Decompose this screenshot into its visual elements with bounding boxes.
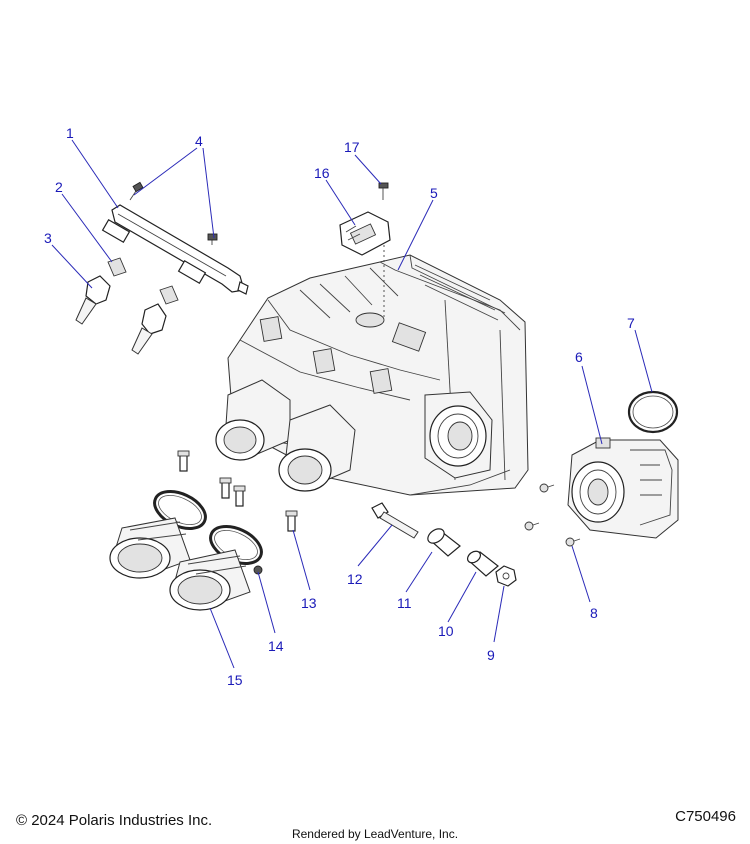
callout-16: 16 [314, 165, 330, 181]
copyright-text: © 2024 Polaris Industries Inc. [16, 812, 213, 829]
long-bolt [371, 502, 419, 539]
intake-manifold [215, 230, 529, 496]
callout-5: 5 [430, 185, 438, 201]
callout-3: 3 [44, 230, 52, 246]
leader-lines [51, 139, 653, 669]
callout-14: 14 [268, 638, 284, 654]
fuel-injector [75, 275, 167, 355]
callout-11: 11 [397, 595, 412, 611]
intake-coupler [109, 517, 251, 611]
injector-clip [107, 257, 179, 305]
callout-15: 15 [227, 672, 243, 688]
callout-7: 7 [627, 315, 635, 331]
throttle-seal [627, 390, 679, 434]
callout-17: 17 [344, 139, 360, 155]
map-sensor [339, 211, 391, 256]
fuel-rail-bolt [129, 181, 218, 245]
callout-1: 1 [66, 125, 74, 141]
throttle-bolt [524, 483, 581, 547]
callout-2: 2 [55, 179, 63, 195]
callout-9: 9 [487, 647, 495, 663]
rendered-by-text: Rendered by LeadVenture, Inc. [291, 827, 459, 841]
sensor-screw [378, 182, 389, 200]
callout-6: 6 [575, 349, 583, 365]
nut [495, 565, 517, 587]
diagram-code: C750496 [675, 808, 736, 825]
callout-12: 12 [347, 571, 363, 587]
fuel-rail [101, 204, 249, 295]
manifold-bolt [177, 450, 298, 532]
callout-8: 8 [590, 605, 598, 621]
spacer [466, 550, 499, 577]
callouts: 1 2 3 4 5 6 7 8 9 10 11 12 13 14 15 16 1… [44, 125, 635, 688]
throttle-body [567, 437, 679, 539]
callout-13: 13 [301, 595, 317, 611]
bushing [427, 528, 461, 557]
callout-4: 4 [195, 133, 203, 149]
callout-10: 10 [438, 623, 454, 639]
